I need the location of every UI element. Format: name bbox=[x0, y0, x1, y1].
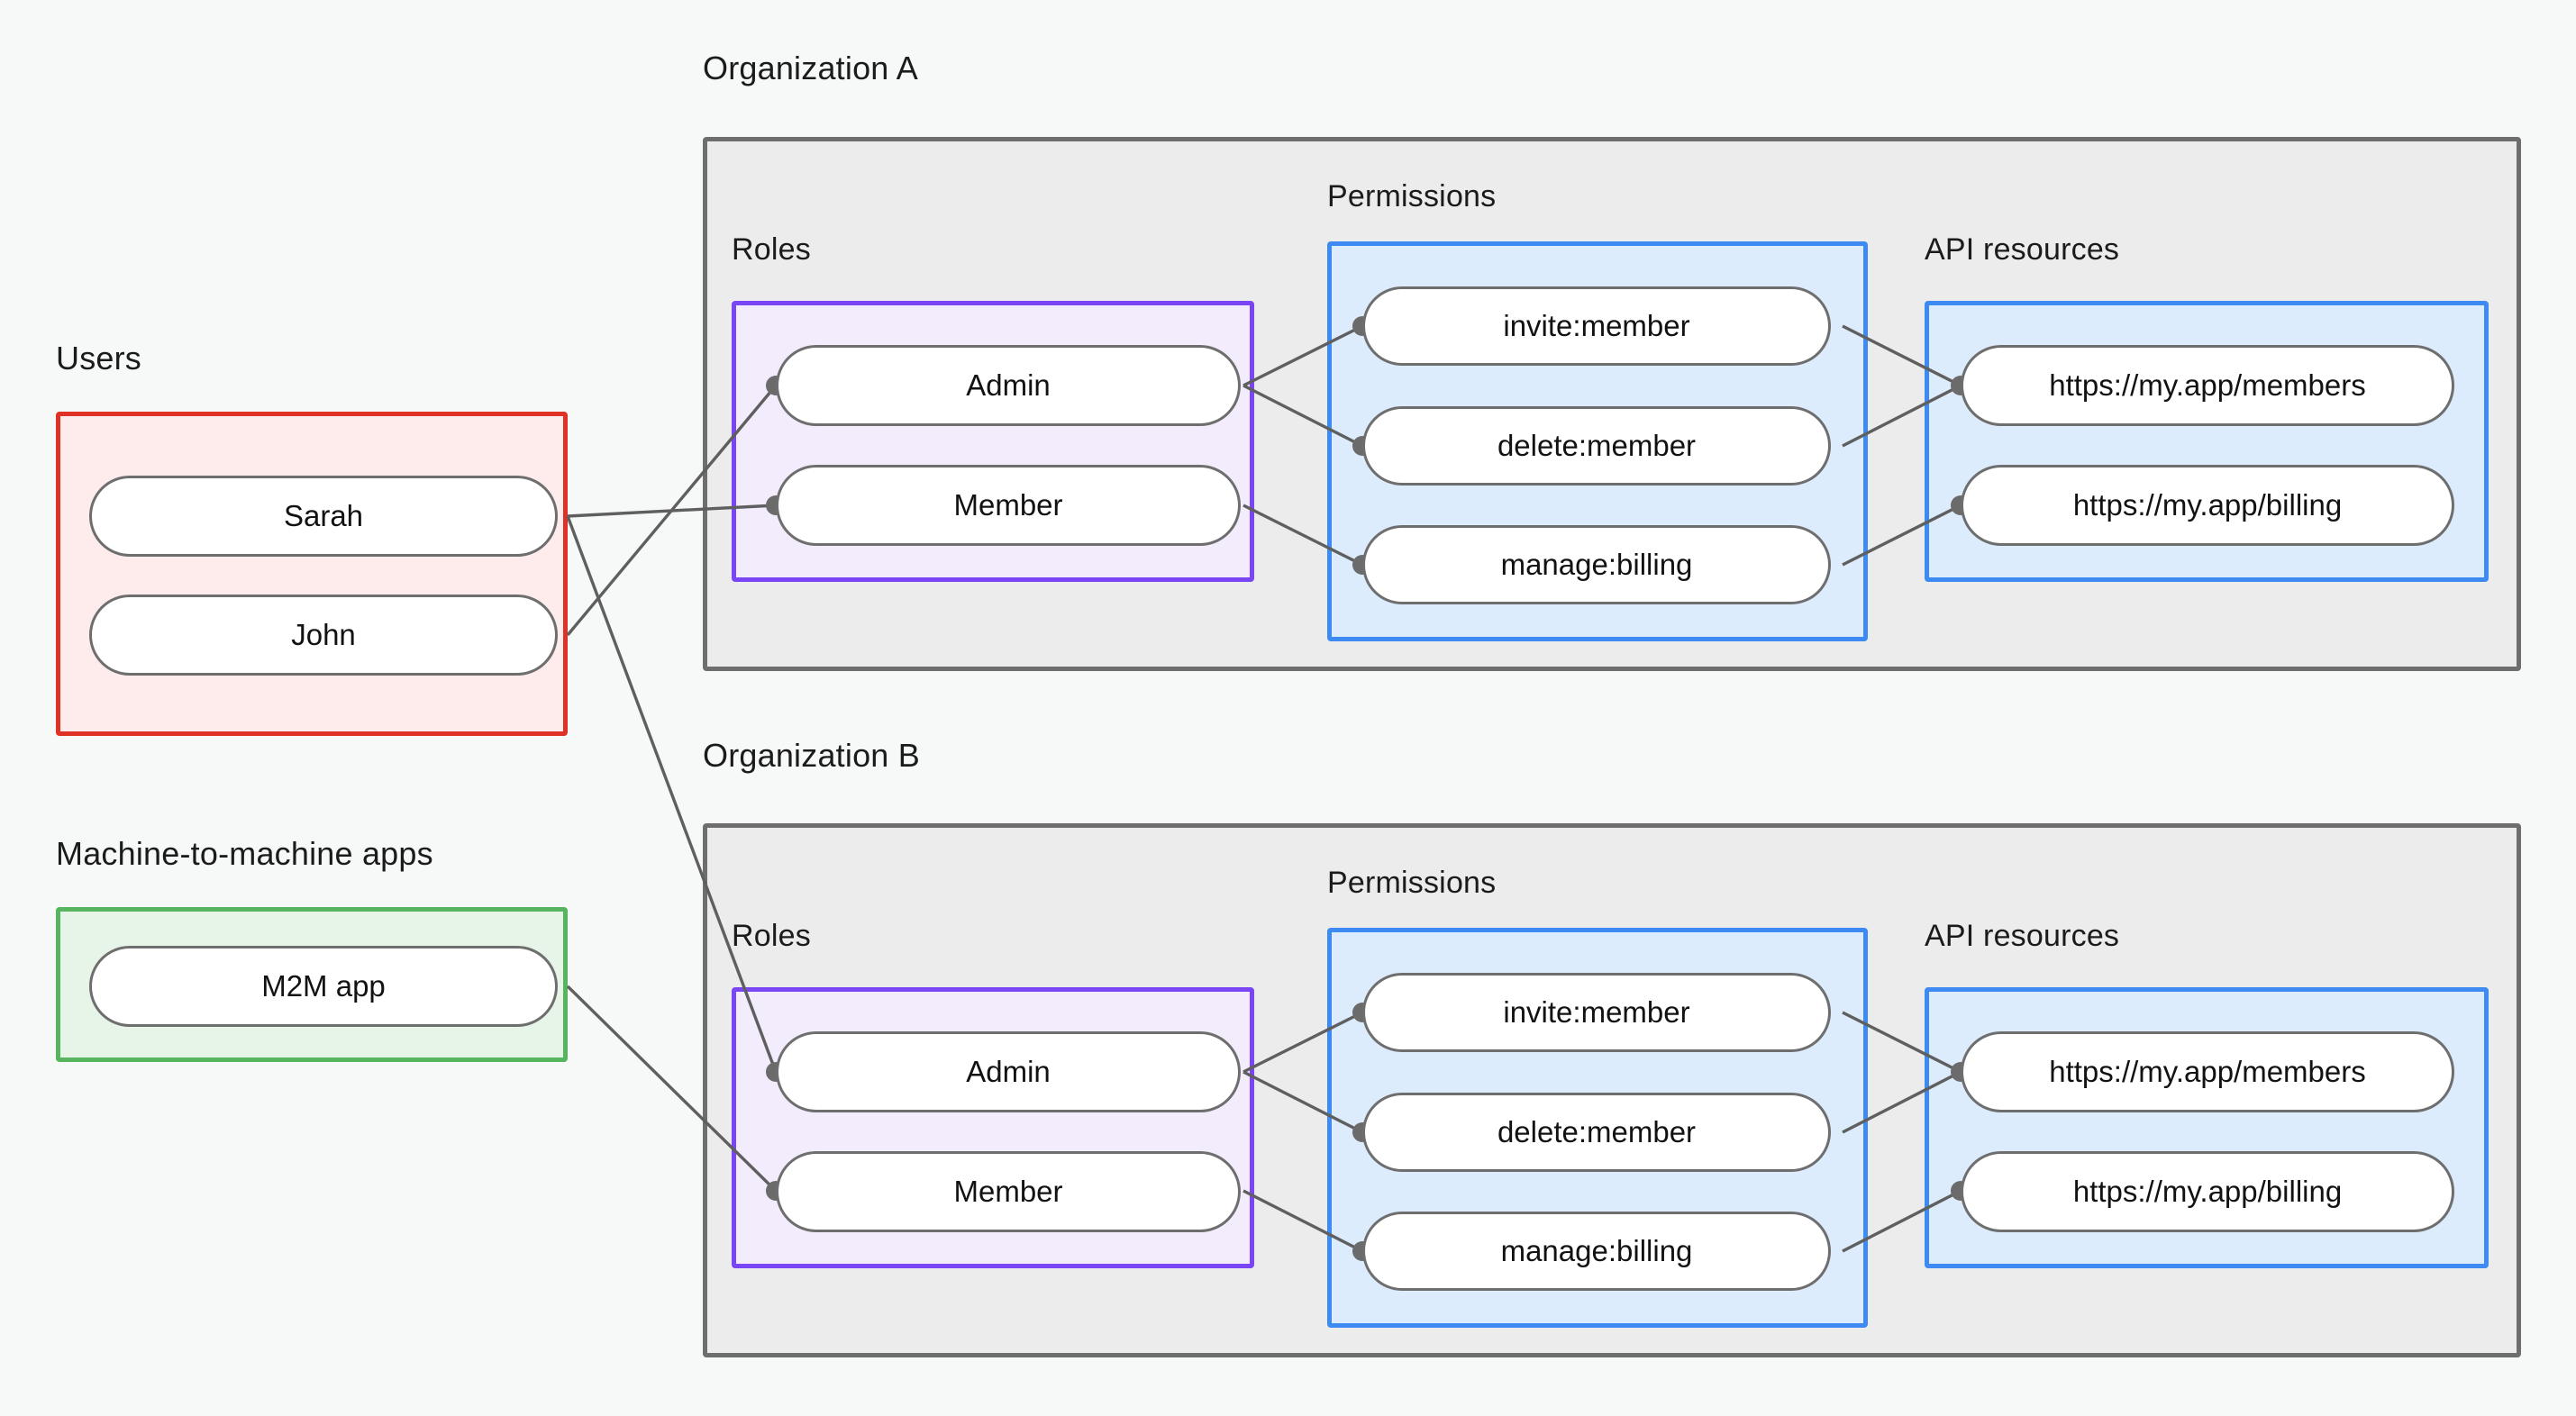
org-b-api-pill-members[interactable]: https://my.app/members bbox=[1961, 1031, 2454, 1112]
m2m-pill-app[interactable]: M2M app bbox=[89, 946, 558, 1027]
org-a-role-pill-member[interactable]: Member bbox=[776, 465, 1241, 546]
role-pill-label: Admin bbox=[966, 1055, 1051, 1088]
org-a-api-pill-billing[interactable]: https://my.app/billing bbox=[1961, 465, 2454, 546]
user-pill-label: John bbox=[291, 618, 356, 651]
org-a-permissions-label: Permissions bbox=[1327, 179, 1497, 213]
permission-pill-label: manage:billing bbox=[1500, 548, 1693, 581]
permission-pill-label: invite:member bbox=[1503, 995, 1690, 1029]
org-a-role-pill-admin[interactable]: Admin bbox=[776, 345, 1241, 426]
role-pill-label: Member bbox=[953, 488, 1063, 522]
org-b-permissions-label: Permissions bbox=[1327, 866, 1497, 900]
role-pill-label: Admin bbox=[966, 368, 1051, 402]
api-pill-label: https://my.app/billing bbox=[2072, 1175, 2343, 1208]
org-b-api-pill-billing[interactable]: https://my.app/billing bbox=[1961, 1151, 2454, 1232]
org-a-permission-pill-delete[interactable]: delete:member bbox=[1362, 406, 1831, 486]
user-pill-sarah[interactable]: Sarah bbox=[89, 476, 558, 557]
permission-pill-label: delete:member bbox=[1497, 429, 1697, 462]
org-a-permission-pill-billing[interactable]: manage:billing bbox=[1362, 525, 1831, 604]
org-b-permission-pill-invite[interactable]: invite:member bbox=[1362, 973, 1831, 1052]
api-pill-label: https://my.app/members bbox=[2049, 1055, 2366, 1088]
org-b-permission-pill-billing[interactable]: manage:billing bbox=[1362, 1212, 1831, 1291]
org-b-permission-pill-delete[interactable]: delete:member bbox=[1362, 1093, 1831, 1172]
api-pill-label: https://my.app/members bbox=[2049, 368, 2366, 402]
users-container[interactable] bbox=[56, 412, 568, 736]
org-a-label: Organization A bbox=[703, 50, 918, 86]
org-b-role-pill-member[interactable]: Member bbox=[776, 1151, 1241, 1232]
org-b-label: Organization B bbox=[703, 737, 920, 774]
permission-pill-label: manage:billing bbox=[1500, 1234, 1693, 1267]
api-pill-label: https://my.app/billing bbox=[2072, 488, 2343, 522]
org-b-role-pill-admin[interactable]: Admin bbox=[776, 1031, 1241, 1112]
m2m-group-label: Machine-to-machine apps bbox=[56, 835, 433, 872]
users-group-label: Users bbox=[56, 340, 142, 377]
org-b-roles-label: Roles bbox=[732, 919, 811, 953]
role-pill-label: Member bbox=[953, 1175, 1063, 1208]
org-a-permission-pill-invite[interactable]: invite:member bbox=[1362, 286, 1831, 366]
org-a-roles-label: Roles bbox=[732, 232, 811, 267]
org-b-api-label: API resources bbox=[1925, 919, 2120, 953]
m2m-pill-label: M2M app bbox=[261, 969, 386, 1003]
user-pill-john[interactable]: John bbox=[89, 595, 558, 676]
user-pill-label: Sarah bbox=[283, 499, 364, 532]
org-a-api-label: API resources bbox=[1925, 232, 2120, 267]
permission-pill-label: delete:member bbox=[1497, 1115, 1697, 1148]
org-a-api-pill-members[interactable]: https://my.app/members bbox=[1961, 345, 2454, 426]
permission-pill-label: invite:member bbox=[1503, 309, 1690, 342]
